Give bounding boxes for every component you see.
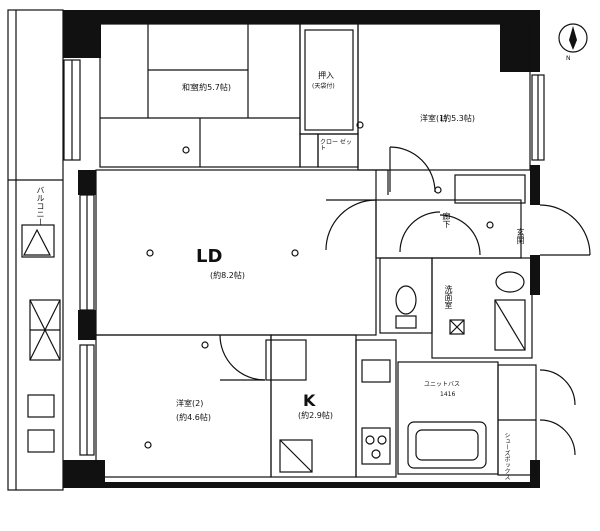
compass-icon (558, 23, 588, 53)
compass-label: N (566, 55, 571, 62)
yoshitsu2-area: (約4.6帖) (176, 413, 211, 422)
washbasin-icon (495, 271, 525, 293)
k-label: K (303, 391, 316, 410)
washitsu-label: 和室 (182, 83, 198, 92)
sink-icon (361, 359, 391, 383)
corridor (375, 199, 522, 259)
room-ld (95, 169, 377, 336)
ld-label: LD (196, 246, 223, 267)
rouka-label: 廊下 (442, 212, 451, 228)
room-toilet (379, 257, 433, 334)
ld-area: (約8.2帖) (210, 271, 245, 280)
evacuation-hatch-icon (23, 228, 51, 256)
room-senmenjo (431, 257, 533, 359)
k-area: (約2.9帖) (298, 411, 333, 420)
yoshitsu2-label: 洋室(2) (176, 399, 204, 408)
room-unit-bath (397, 361, 499, 475)
genkan-label: 玄関 (516, 228, 525, 244)
unitbath-size: 1416 (440, 391, 456, 398)
room-yoshitsu-1 (357, 23, 531, 171)
yoshitsu1-label: 洋室(1) (420, 114, 448, 123)
toilet-icon (395, 285, 417, 315)
yoshitsu1-area: (約5.3帖) (440, 114, 475, 123)
shoes-label: シューズボックス (503, 432, 510, 480)
closet-label: クロー ゼット (320, 139, 352, 152)
stove-icon (361, 427, 391, 465)
bathtub-icon (407, 421, 487, 469)
balcony-area (7, 9, 64, 491)
washitsu-area: (約5.7帖) (196, 83, 231, 92)
kitchen-counter (355, 339, 397, 478)
oshiire-label: 押入 (318, 71, 334, 80)
balcony-label: バルコニー (36, 186, 45, 226)
unitbath-label: ユニットバス (424, 381, 461, 388)
senmenjo-label: 洗面室 (444, 285, 453, 309)
oshiire-sub: (天袋付) (312, 83, 335, 90)
